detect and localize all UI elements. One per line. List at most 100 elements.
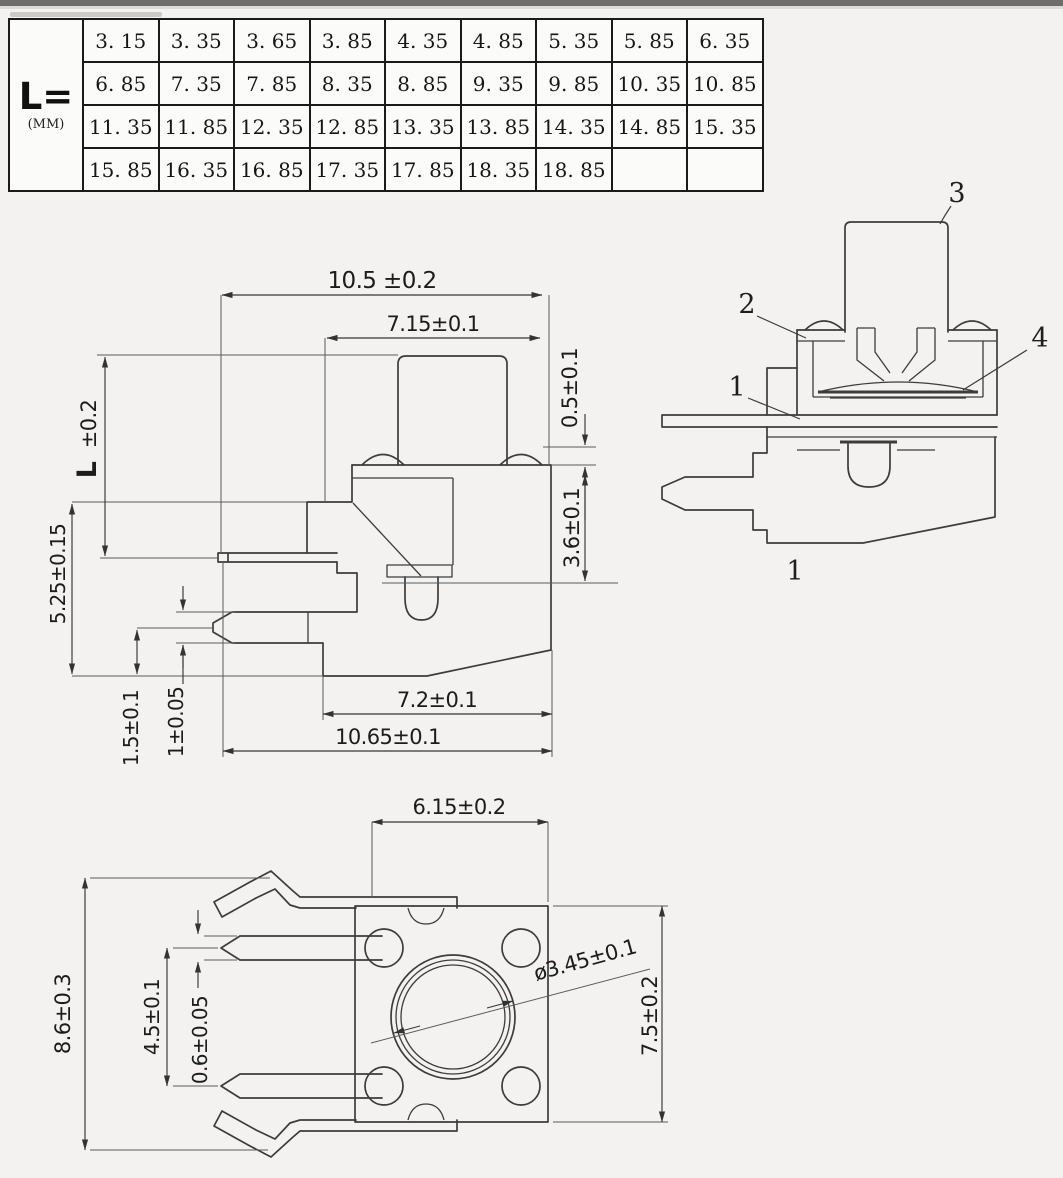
top-edge-highlight <box>0 6 1063 9</box>
left-rivet-dome <box>361 453 405 466</box>
section-left-ledge <box>766 367 798 416</box>
table-cell: 13. 35 <box>384 104 462 149</box>
table-cell: 17. 35 <box>308 147 386 192</box>
bv-top-width-ext <box>371 822 549 902</box>
table-cell: 3. 35 <box>157 18 235 63</box>
table-cell: 4. 35 <box>384 18 462 63</box>
dim-stem-tol: ±0.2 <box>77 400 101 449</box>
section-posts <box>856 327 936 382</box>
bv-pin-width-ext <box>204 935 237 961</box>
table-cell: 8. 35 <box>308 61 386 106</box>
section-base-plate <box>661 414 998 428</box>
right-rivet-dome <box>499 453 543 466</box>
diameter-arrow-left <box>393 1025 421 1034</box>
table-cell: 14. 85 <box>610 104 688 149</box>
dim-base-width: 7.2±0.1 <box>397 688 477 712</box>
table-cell: 9. 85 <box>535 61 613 106</box>
stem-outline <box>397 355 508 466</box>
table-cell: 12. 85 <box>308 104 386 149</box>
corner-hole-top-left <box>364 928 404 968</box>
table-cell: 10. 35 <box>610 61 688 106</box>
table-cell: 11. 35 <box>82 104 160 149</box>
bottom-clip-terminal <box>213 1110 458 1158</box>
button-hole-inner <box>400 964 506 1070</box>
diameter-arrow-right <box>486 1000 514 1009</box>
table-cell: 16. 85 <box>233 147 311 192</box>
corner-hole-bottom-left <box>364 1066 404 1106</box>
callout-4-leader <box>962 349 1028 391</box>
terminal-strip <box>217 552 338 563</box>
diameter-line <box>370 968 651 1044</box>
table-cell: 7. 35 <box>157 61 235 106</box>
pin-edge-ref-lines <box>176 611 235 644</box>
table-cell: 4. 85 <box>459 18 537 63</box>
section-peg <box>847 443 891 488</box>
section-right-rivet <box>952 320 992 331</box>
section-body-left-profile <box>661 426 996 544</box>
cross-section-drawing: 3 2 4 1 1 <box>661 178 1049 587</box>
table-cell: 15. 35 <box>686 104 764 149</box>
table-cell: 3. 15 <box>82 18 160 63</box>
table-cell: 3. 85 <box>308 18 386 63</box>
table-cell: 3. 65 <box>233 18 311 63</box>
callout-1-leader <box>747 397 801 420</box>
table-cell: 6. 35 <box>686 18 764 63</box>
corner-hole-top-right <box>501 928 541 968</box>
dim-pin-width: 0.6±0.05 <box>188 996 212 1084</box>
table-cell <box>610 147 688 192</box>
table-cell <box>686 147 764 192</box>
table-cell: 5. 85 <box>610 18 688 63</box>
table-cell: 13. 85 <box>459 104 537 149</box>
table-cell: 12. 35 <box>233 104 311 149</box>
callout-4-label: 4 <box>1031 323 1048 354</box>
table-cell: 14. 35 <box>535 104 613 149</box>
table-cell: 7. 85 <box>233 61 311 106</box>
table-cell: 5. 35 <box>535 18 613 63</box>
inner-chamfer-line <box>352 502 422 577</box>
dim-pin-center-height: 1.5±0.1 <box>119 690 143 766</box>
base-square-outline <box>354 905 549 1123</box>
top-border-strip <box>0 0 1063 6</box>
side-view-drawing: 10.5 ±0.2 7.15±0.1 L ±0.2 5.25±0.15 0.5±… <box>46 268 618 766</box>
corner-hole-bottom-right <box>501 1066 541 1106</box>
actuator-bar <box>386 564 453 578</box>
bottom-notch-arc <box>407 1103 445 1121</box>
dim-overall-width: 10.5 ±0.2 <box>328 268 437 294</box>
table-cell: 8. 85 <box>384 61 462 106</box>
callout-2-leader <box>756 315 807 339</box>
table-cell: 15. 85 <box>82 147 160 192</box>
top-pin-terminal <box>220 935 383 961</box>
table-header-cell: L=(MM) <box>8 18 84 192</box>
dim-overall-base-width: 10.65±0.1 <box>335 725 441 749</box>
bv-pin-spacing-ext <box>173 947 218 1087</box>
table-cell: 17. 85 <box>384 147 462 192</box>
section-left-rivet <box>804 320 844 331</box>
bottom-view-drawing: 6.15±0.2 8.6±0.3 4.5±0.1 0.6±0.05 ø3.45±… <box>51 795 668 1158</box>
body-bottom-and-right <box>322 464 552 677</box>
table-cell: 16. 35 <box>157 147 235 192</box>
table-cell: 18. 85 <box>535 147 613 192</box>
bv-left-height-ext <box>90 877 270 1151</box>
dim-top-width: 6.15±0.2 <box>413 795 506 819</box>
table-cell: 11. 85 <box>157 104 235 149</box>
section-bottom-mark: 1 <box>786 556 803 587</box>
button-hole-outer <box>390 954 516 1080</box>
table-header-unit: (MM) <box>27 117 65 133</box>
scan-artifact <box>10 12 162 17</box>
callout-1-label: 1 <box>728 372 745 403</box>
actuator-peg <box>404 576 439 621</box>
table-header-title: L= <box>18 74 74 118</box>
dim-stem-label: L <box>72 461 103 478</box>
dim-tab-height: 0.5±0.1 <box>558 348 582 428</box>
callout-3-label: 3 <box>948 178 965 209</box>
section-stem-outline <box>844 221 949 333</box>
body-left-upper-edge <box>306 464 353 554</box>
